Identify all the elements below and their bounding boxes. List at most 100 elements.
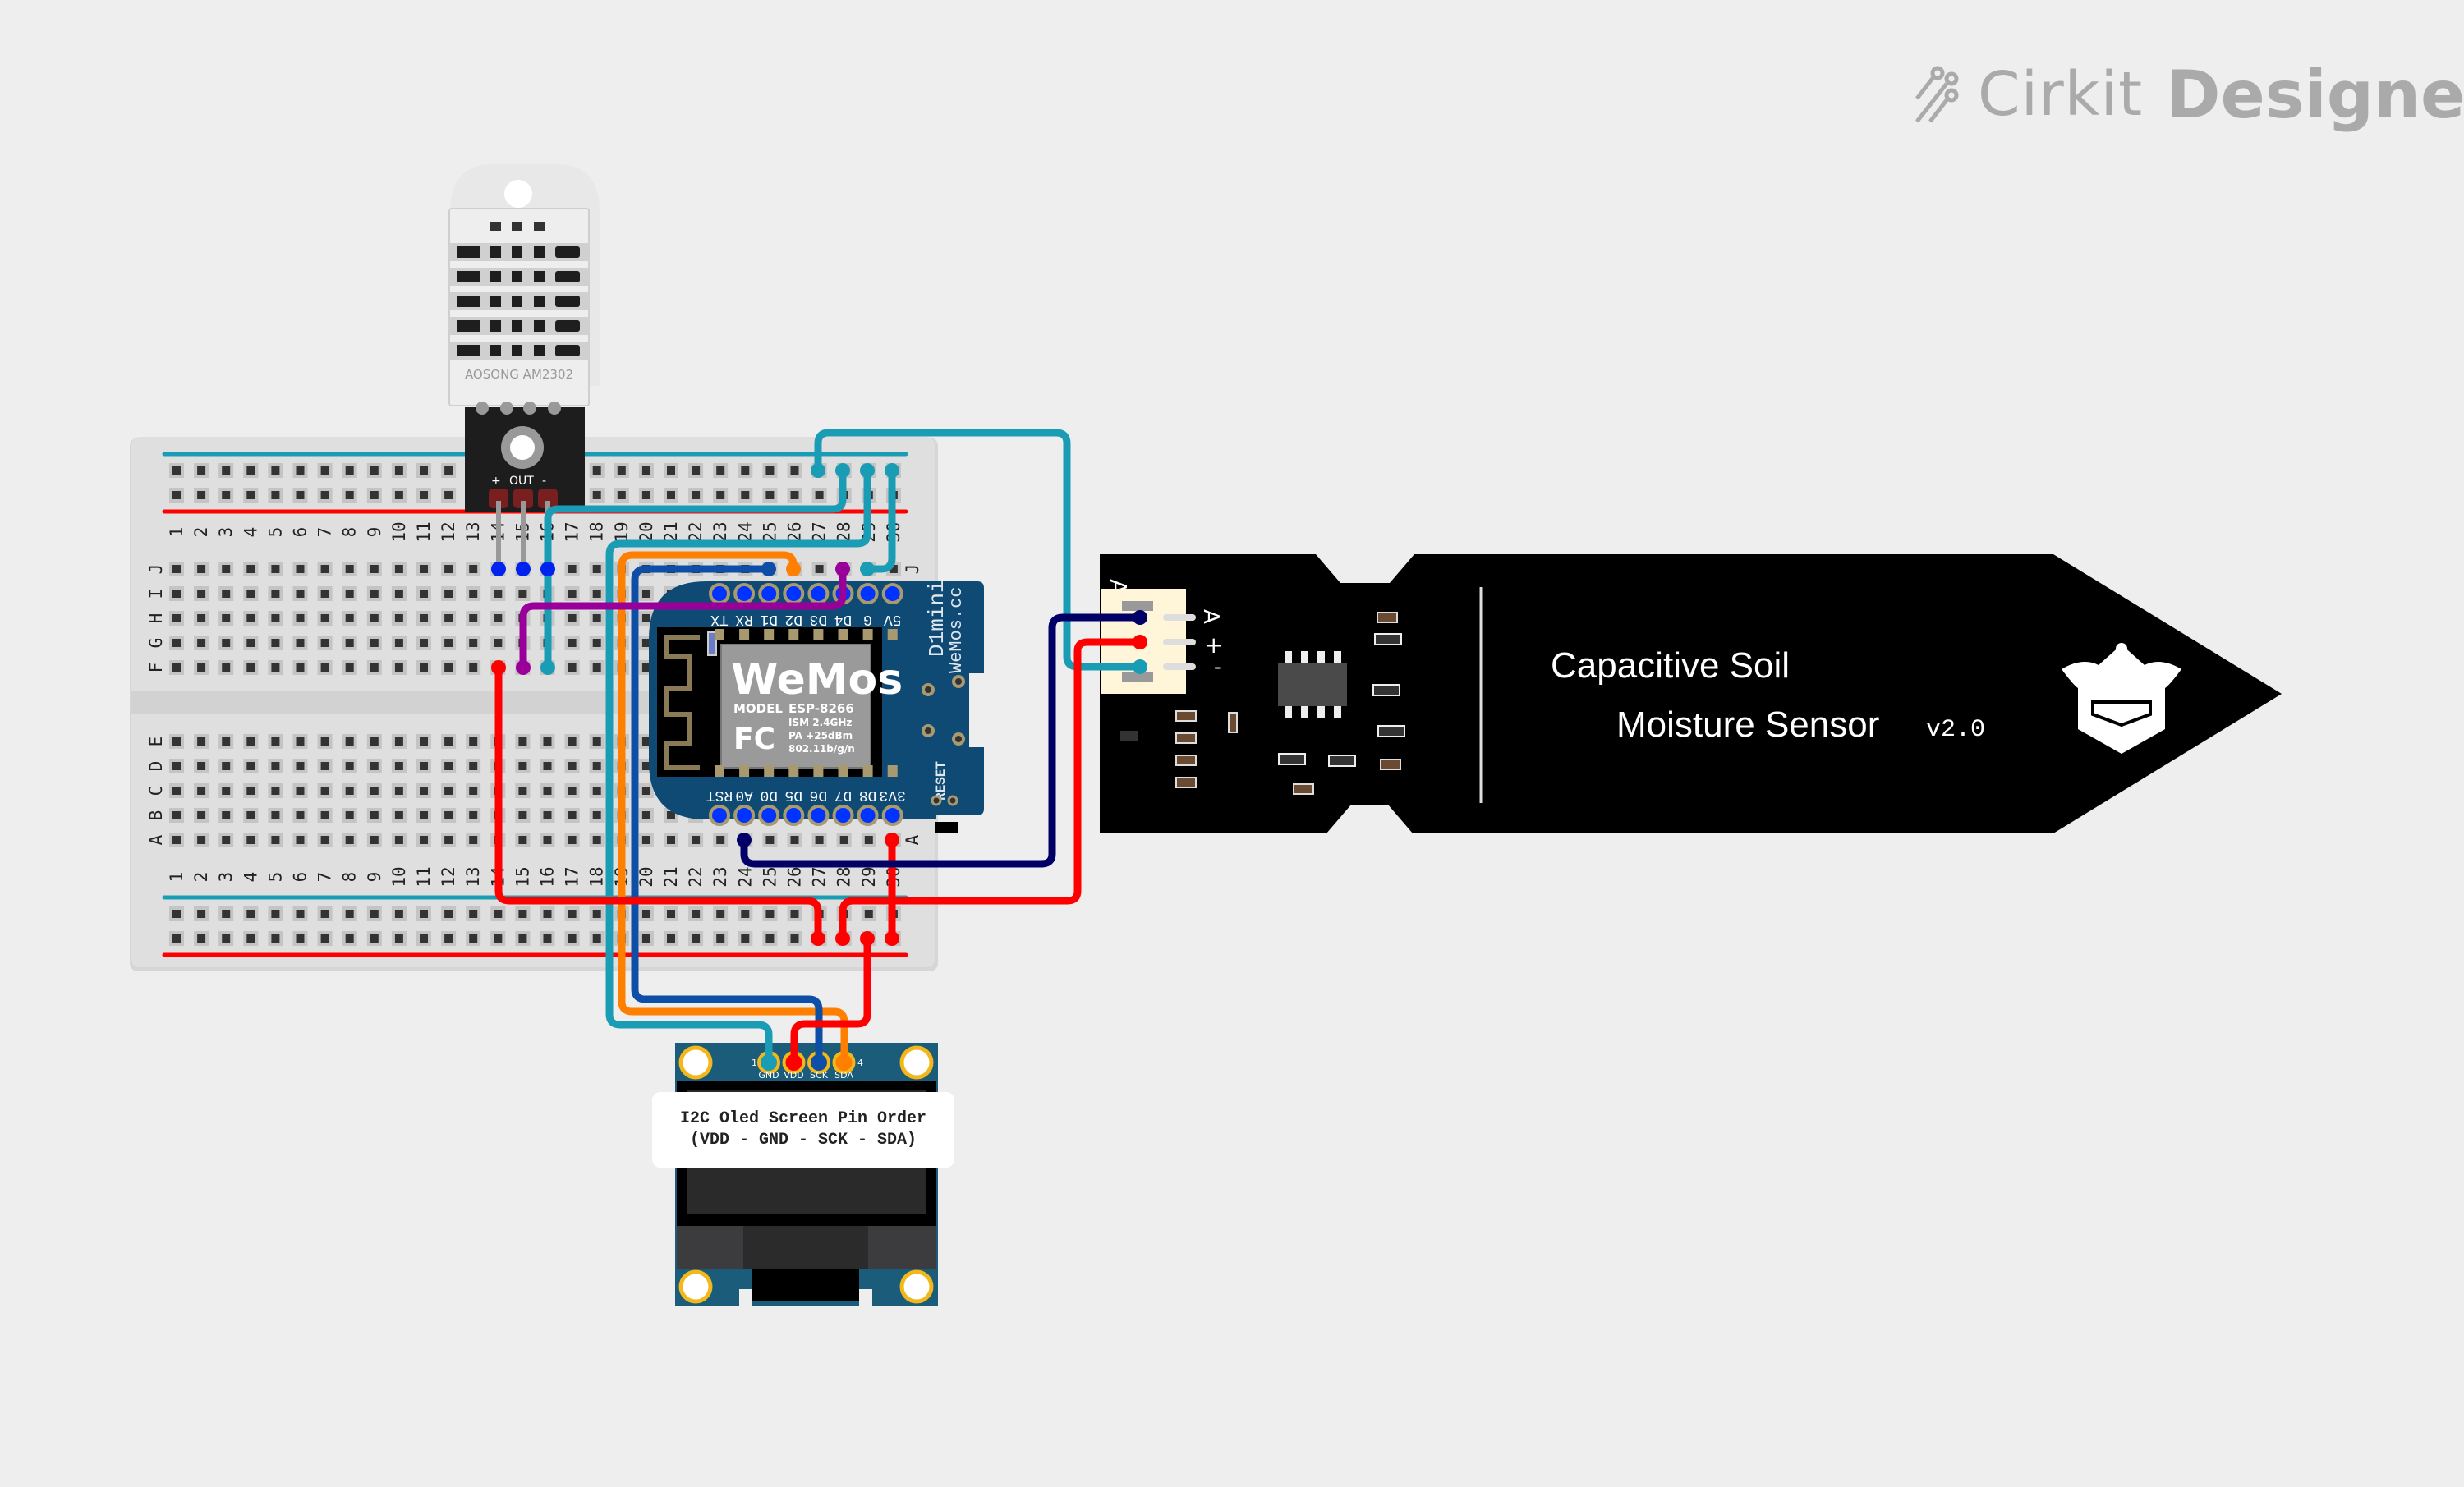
wemos-pin-a0[interactable]	[733, 805, 756, 826]
wemos-brand: WeMos	[731, 655, 903, 704]
breadboard-hole-socket	[543, 836, 552, 844]
breadboard-hole-socket	[641, 762, 650, 770]
wemos-module-pad	[764, 765, 775, 777]
breadboard-hole-socket	[394, 934, 403, 943]
breadboard-column-label: 27	[810, 521, 830, 542]
breadboard-hole-socket	[765, 491, 775, 499]
breadboard-hole-socket	[518, 762, 527, 770]
breadboard-hole-socket	[864, 910, 873, 918]
wemos-pin-d5[interactable]	[783, 805, 805, 826]
breadboard-hole-socket	[543, 934, 552, 943]
breadboard-hole-socket	[469, 836, 478, 844]
wemos-pin-d0[interactable]	[758, 805, 780, 826]
breadboard-hole-socket	[667, 466, 675, 475]
breadboard-hole-socket	[222, 614, 231, 622]
oled-pin-label: SDA	[834, 1070, 853, 1081]
breadboard-hole-socket	[172, 910, 181, 918]
capacitive-soil-moisture-sensor[interactable]: A A + - Capacitive Soil Moisture Sensor …	[1100, 554, 2282, 833]
breadboard-hole-socket	[172, 491, 181, 499]
wemos-pin-tx[interactable]	[709, 583, 730, 604]
wemos-pin-d2[interactable]	[783, 583, 805, 604]
wire-endpoint	[737, 833, 752, 847]
breadboard-hole-socket	[197, 663, 206, 672]
breadboard-hole-socket	[222, 737, 231, 746]
wemos-pin-d8[interactable]	[857, 805, 879, 826]
wire-dht-vcc[interactable]	[494, 663, 822, 943]
oled-pin-label: VDD	[784, 1070, 803, 1081]
breadboard-hole-socket	[741, 466, 750, 475]
wire-endpoint	[860, 463, 875, 478]
wemos-via	[947, 795, 958, 806]
breadboard-hole-socket	[320, 910, 329, 918]
wemos-pin-d1[interactable]	[758, 583, 780, 604]
wire-endpoint	[885, 931, 899, 946]
breadboard-hole-socket	[568, 737, 577, 746]
wire-sda[interactable]	[618, 551, 848, 1067]
breadboard-hole-socket	[568, 639, 577, 647]
breadboard-hole-socket	[320, 466, 329, 475]
wemos-pin-d7[interactable]	[832, 805, 854, 826]
dht-pad-vcc	[489, 489, 508, 508]
breadboard-column-label: 19	[612, 521, 632, 542]
wemos-pin-label: D8	[859, 787, 877, 803]
breadboard-hole-socket	[568, 565, 577, 573]
wemos-shield-can	[720, 644, 871, 769]
wire-sensor-vcc[interactable]	[839, 638, 1144, 943]
breadboard-hole-socket	[518, 910, 527, 918]
breadboard-hole-socket	[345, 787, 354, 795]
breadboard-hole-socket	[592, 762, 601, 770]
wire-oled-vdd[interactable]	[790, 934, 871, 1067]
breadboard-hole-socket	[320, 491, 329, 499]
wemos-d1-mini[interactable]: WeMos MODEL ESP-8266 FC ISM 2.4GHz PA +2…	[649, 580, 986, 833]
breadboard-hole-socket	[667, 934, 675, 943]
wire-sck[interactable]	[631, 565, 823, 1067]
pin-order-note: I2C Oled Screen Pin Order (VDD - GND - S…	[652, 1092, 954, 1168]
wire-gnd-sensor[interactable]	[814, 429, 1144, 671]
breadboard-hole-socket	[592, 836, 601, 844]
wemos-pin-d6[interactable]	[807, 805, 830, 826]
breadboard-column-label: 1	[167, 527, 186, 538]
breadboard-hole-socket	[345, 910, 354, 918]
wemos-pin-d3[interactable]	[807, 583, 830, 604]
wire-gnd-wemos[interactable]	[863, 466, 896, 573]
wemos-reset-button[interactable]	[935, 822, 958, 833]
wemos-pin-3v3[interactable]	[881, 805, 903, 826]
breadboard-hole-socket	[815, 565, 824, 573]
breadboard-hole-socket	[641, 910, 650, 918]
breadboard-hole-socket	[222, 590, 231, 598]
breadboard-column-label: 22	[686, 521, 706, 542]
wemos-pin-label: D3	[810, 611, 828, 627]
wemos-pin-rx[interactable]	[733, 583, 756, 604]
wire-analog-a0[interactable]	[740, 613, 1144, 868]
wemos-pin-rst[interactable]	[709, 805, 730, 826]
oled-mount-hole	[678, 1269, 713, 1304]
breadboard-hole-socket	[641, 614, 650, 622]
breadboard-hole-socket	[197, 590, 206, 598]
wire-gnd-dht[interactable]	[544, 466, 847, 672]
breadboard-row-label: A	[146, 834, 166, 845]
wemos-pin-5v[interactable]	[881, 583, 903, 604]
breadboard-hole-socket	[394, 787, 403, 795]
breadboard-column-label: 9	[365, 872, 384, 883]
wire-gnd-oled[interactable]	[605, 466, 871, 1067]
breadboard-hole-socket	[172, 787, 181, 795]
breadboard-hole-socket	[741, 491, 750, 499]
dht22-sensor[interactable]: + OUT - AOSONG AM2302	[448, 164, 600, 569]
breadboard-hole-socket	[197, 491, 206, 499]
breadboard-hole-socket	[296, 934, 305, 943]
wires[interactable]	[491, 429, 1147, 1067]
wemos-pin-g[interactable]	[857, 583, 879, 604]
breadboard-column-label: 18	[587, 866, 607, 887]
breadboard-hole-socket	[172, 836, 181, 844]
wire-dht-data[interactable]	[519, 565, 847, 672]
breadboard-hole-socket	[172, 663, 181, 672]
breadboard-hole-socket	[246, 787, 255, 795]
breadboard-hole-socket	[716, 836, 725, 844]
breadboard-hole-socket	[320, 787, 329, 795]
breadboard-hole-socket	[469, 590, 478, 598]
breadboard-hole-socket	[345, 614, 354, 622]
wemos-pin-label: D5	[784, 787, 802, 803]
